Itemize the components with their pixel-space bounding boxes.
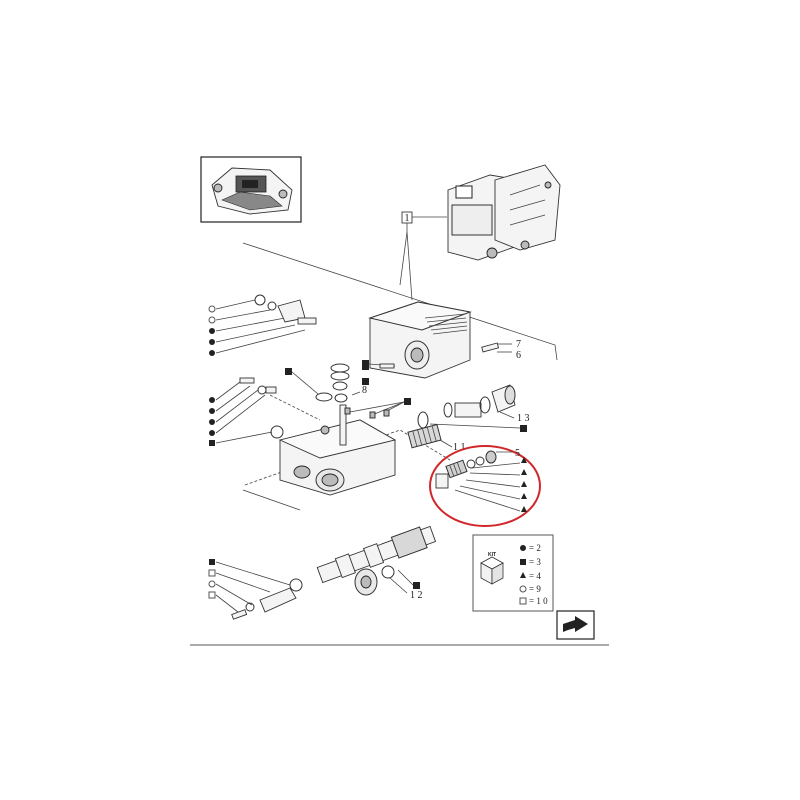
relief-valve-kit: 5	[429, 445, 541, 527]
left-symbol-column-middle	[209, 377, 321, 446]
callout-7: 7	[516, 339, 521, 350]
tractor-thumbnail	[200, 156, 302, 223]
legend-text-0: = 2	[529, 543, 541, 553]
callout-13: 1 3	[517, 413, 530, 424]
section-outline	[190, 242, 609, 646]
legend-symbol-2	[520, 572, 526, 578]
main-valve-body	[278, 404, 397, 496]
legend-text-1: = 3	[529, 557, 541, 567]
solenoid-module	[362, 301, 472, 379]
screw-6-7: 7 6	[481, 339, 521, 361]
plug-13-group: 1 3	[417, 384, 530, 432]
callout-5: 5	[515, 448, 520, 459]
callout-1: 1	[405, 213, 410, 224]
legend-text-3: = 9	[529, 584, 541, 594]
spool-group: 1 2	[316, 525, 437, 601]
legend-text-2: = 4	[529, 571, 541, 581]
spring-11: 1 1	[407, 423, 466, 453]
lever-group	[208, 559, 303, 620]
legend-symbol-1	[520, 559, 526, 565]
callout-1-group: 1	[399, 211, 447, 301]
callout-12: 1 2	[410, 590, 423, 601]
highlight-circle	[429, 445, 541, 527]
kit-label: KIT	[488, 552, 496, 558]
callout-11: 1 1	[453, 442, 466, 453]
callout-8: 8	[362, 385, 367, 396]
legend-symbol-4	[519, 597, 527, 605]
callout-6: 6	[516, 350, 521, 361]
legend-symbol-3	[519, 585, 527, 593]
legend-symbol-0	[520, 545, 526, 551]
kit-legend: KIT = 2 = 3 = 4 = 9 = 1 0	[472, 534, 554, 612]
valve-assembly-overview	[447, 164, 561, 261]
return-arrow-icon[interactable]	[556, 610, 595, 640]
left-symbol-column-top	[208, 294, 317, 356]
legend-text-4: = 1 0	[529, 596, 548, 606]
